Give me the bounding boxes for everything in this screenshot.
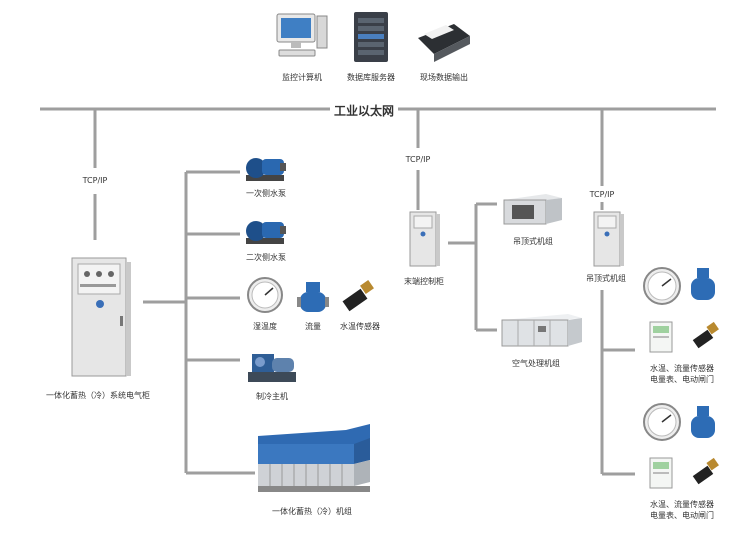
pump2-icon bbox=[246, 221, 286, 244]
db-server-icon bbox=[354, 12, 388, 62]
protocol-label-right: TCP/IP bbox=[589, 190, 615, 200]
protocol-label-left: TCP/IP bbox=[82, 176, 108, 186]
right-cabinet-label: 吊顶式机组 bbox=[586, 274, 626, 283]
group1-energy-meter-icon bbox=[649, 321, 673, 353]
group1-label-line2: 电量表、电动闸门 bbox=[650, 375, 714, 384]
computer-icon bbox=[276, 13, 328, 57]
air-handler-label: 空气处理机组 bbox=[512, 359, 560, 368]
electrical-cabinet-label: 一体化蓄热（冷）系统电气柜 bbox=[46, 391, 150, 400]
storage-unit-label: 一体化蓄热（冷）机组 bbox=[272, 507, 352, 516]
group1-temp-sensor-icon bbox=[692, 321, 719, 349]
terminal-cabinet-icon bbox=[409, 211, 440, 267]
terminal-cabinet-label: 末端控制柜 bbox=[404, 277, 444, 286]
ceiling-unit-icon bbox=[503, 194, 562, 225]
group1-label-line1: 水温、流量传感器 bbox=[650, 364, 714, 373]
group2-temp-sensor-icon bbox=[692, 457, 719, 485]
group2-energy-meter-icon bbox=[649, 457, 673, 489]
pump1-icon bbox=[246, 158, 286, 181]
group2-flowmeter-icon bbox=[691, 406, 715, 438]
air-handler-icon bbox=[501, 314, 582, 347]
db-server-label: 数据库服务器 bbox=[347, 73, 395, 82]
printer-label: 现场数据输出 bbox=[420, 73, 468, 82]
network-title: 工业以太网 bbox=[330, 102, 399, 119]
chiller-icon bbox=[248, 354, 296, 382]
group1-gauge-icon bbox=[643, 267, 681, 305]
group1-flowmeter-icon bbox=[691, 268, 715, 300]
group2-label-line2: 电量表、电动闸门 bbox=[650, 511, 714, 520]
protocol-label-middle: TCP/IP bbox=[405, 155, 431, 165]
pump1-label: 一次侧水泵 bbox=[246, 189, 286, 198]
pump2-label: 二次侧水泵 bbox=[246, 253, 286, 262]
computer-label: 监控计算机 bbox=[282, 73, 322, 82]
chiller-label: 制冷主机 bbox=[256, 392, 288, 401]
right-cabinet-icon bbox=[593, 211, 624, 267]
printer-icon bbox=[418, 24, 470, 62]
thermometer-label: 湿温度 bbox=[253, 322, 277, 331]
electrical-cabinet-icon bbox=[71, 257, 131, 377]
storage-unit-icon bbox=[258, 424, 370, 492]
flowmeter-icon bbox=[297, 282, 329, 312]
water-temp-sensor-icon bbox=[342, 280, 374, 312]
flowmeter-label: 流量 bbox=[305, 322, 321, 331]
group2-label-line1: 水温、流量传感器 bbox=[650, 500, 714, 509]
group2-gauge-icon bbox=[643, 403, 681, 441]
water-temp-sensor-label: 水温传感器 bbox=[340, 322, 380, 331]
ceiling-unit-label: 吊顶式机组 bbox=[513, 237, 553, 246]
thermometer-gauge-icon bbox=[247, 277, 283, 313]
